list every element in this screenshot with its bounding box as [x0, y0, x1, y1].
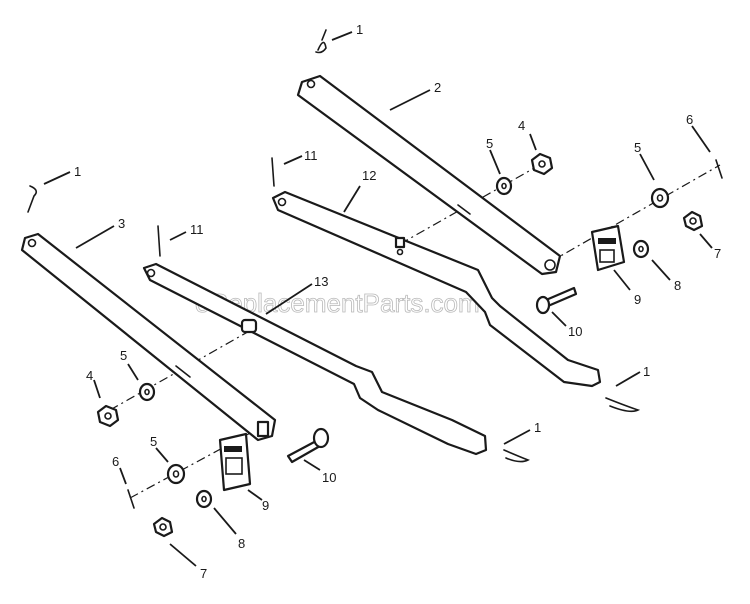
callout-1: 1: [356, 22, 363, 37]
callout-2: 2: [434, 80, 441, 95]
callout-13: 13: [314, 274, 328, 289]
washers-5: [138, 176, 670, 485]
callout-9: 9: [262, 498, 269, 513]
callout-1: 1: [74, 164, 81, 179]
callout-4: 4: [86, 368, 93, 383]
bolts-10: [286, 286, 578, 464]
washers-8: [195, 239, 650, 509]
plates-9: [218, 224, 626, 492]
callouts: 1 1 1 1 2 3 4 4 5 5 5 5 6 6 7 7 8 8 9 9 …: [74, 22, 721, 581]
callout-5: 5: [150, 434, 157, 449]
nuts-7: [152, 210, 704, 538]
cotter-pins-6: [127, 159, 723, 509]
callout-10: 10: [322, 470, 336, 485]
pins-11: [157, 157, 275, 257]
callout-12: 12: [362, 168, 376, 183]
callout-1: 1: [643, 364, 650, 379]
callout-5: 5: [120, 348, 127, 363]
callout-9: 9: [634, 292, 641, 307]
assembly-axes: [109, 161, 721, 499]
hairpin-clips: [27, 29, 641, 463]
callout-8: 8: [674, 278, 681, 293]
part-12-bar: [271, 190, 602, 388]
part-13-bar: [142, 262, 488, 456]
callout-5: 5: [486, 136, 493, 151]
callout-5: 5: [634, 140, 641, 155]
callout-7: 7: [200, 566, 207, 581]
nuts-4: [96, 152, 554, 428]
leader-lines: [43, 31, 713, 567]
callout-7: 7: [714, 246, 721, 261]
callout-6: 6: [112, 454, 119, 469]
part-3-bar: [20, 232, 277, 442]
callout-11: 11: [304, 148, 318, 163]
callout-10: 10: [568, 324, 582, 339]
part-2-bar: [296, 74, 562, 276]
callout-8: 8: [238, 536, 245, 551]
callout-11: 11: [190, 222, 204, 237]
callout-4: 4: [518, 118, 525, 133]
callout-1: 1: [534, 420, 541, 435]
callout-6: 6: [686, 112, 693, 127]
callout-3: 3: [118, 216, 125, 231]
